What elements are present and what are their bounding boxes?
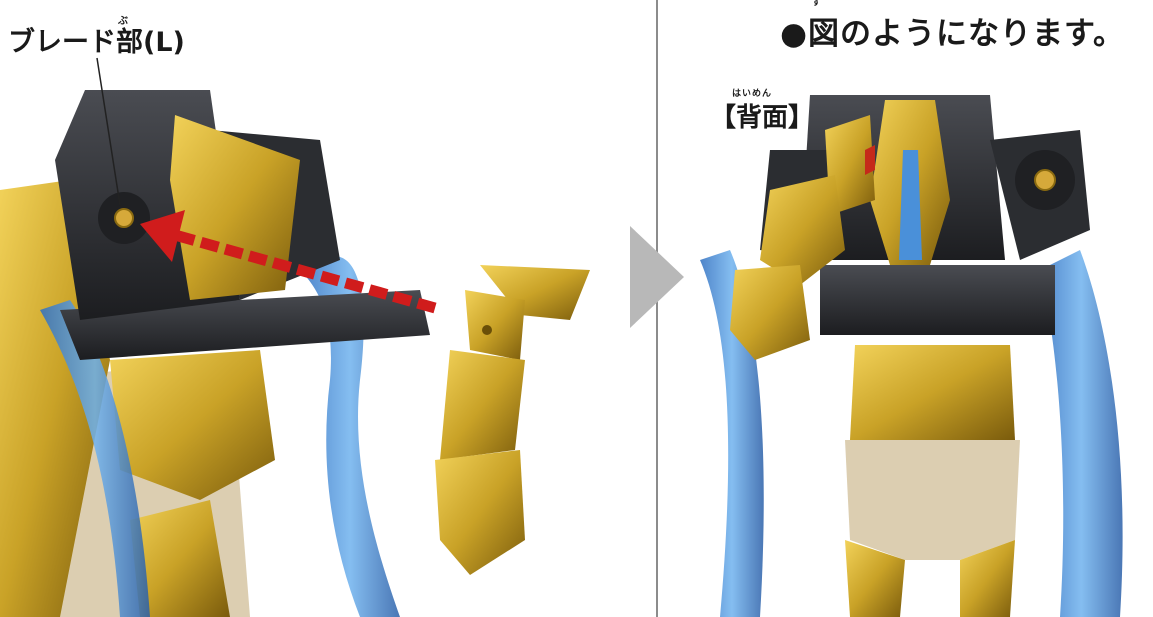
panel-divider (656, 0, 658, 617)
result-text: ●図のようになります。 (780, 16, 1125, 52)
dashed-arrow-icon (140, 210, 437, 314)
step-left-panel: ぶ ブレード部(L) (0, 16, 590, 617)
back-view-ruby: はいめん (732, 89, 773, 99)
back-view-text: 【背面】 (710, 103, 815, 133)
blade-part-label: ぶ ブレード部(L) (8, 16, 185, 59)
chevron-right-icon (630, 226, 684, 328)
robot-figure-right (700, 95, 1123, 617)
blade-part-text: ブレード部(L) (8, 27, 185, 58)
result-ruby: ず (812, 0, 823, 8)
result-caption: ず ●図のようになります。 (780, 0, 1125, 53)
back-view-label: はいめん 【背面】 (710, 89, 815, 134)
gold-arm-part (435, 265, 590, 575)
result-right-panel (660, 0, 1153, 617)
attached-gold-arm (730, 115, 875, 360)
robot-figure-left (0, 57, 590, 617)
blade-part-ruby: ぶ (118, 16, 129, 27)
